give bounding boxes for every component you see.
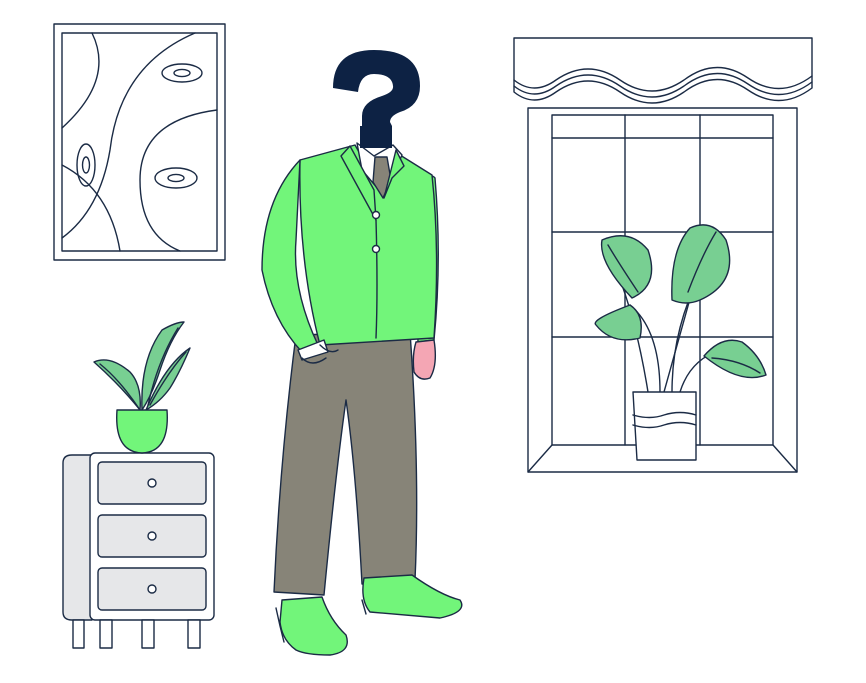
window-plant <box>594 224 767 461</box>
chest-of-drawers <box>62 452 215 649</box>
businessman <box>261 50 463 656</box>
question-mark-head <box>333 50 420 126</box>
left-shoe <box>279 596 348 656</box>
jacket <box>299 144 438 346</box>
pants <box>273 331 418 596</box>
wall-painting <box>53 23 226 261</box>
cabinet-plant <box>93 321 191 454</box>
hand <box>412 339 437 380</box>
right-shoe <box>362 574 463 619</box>
